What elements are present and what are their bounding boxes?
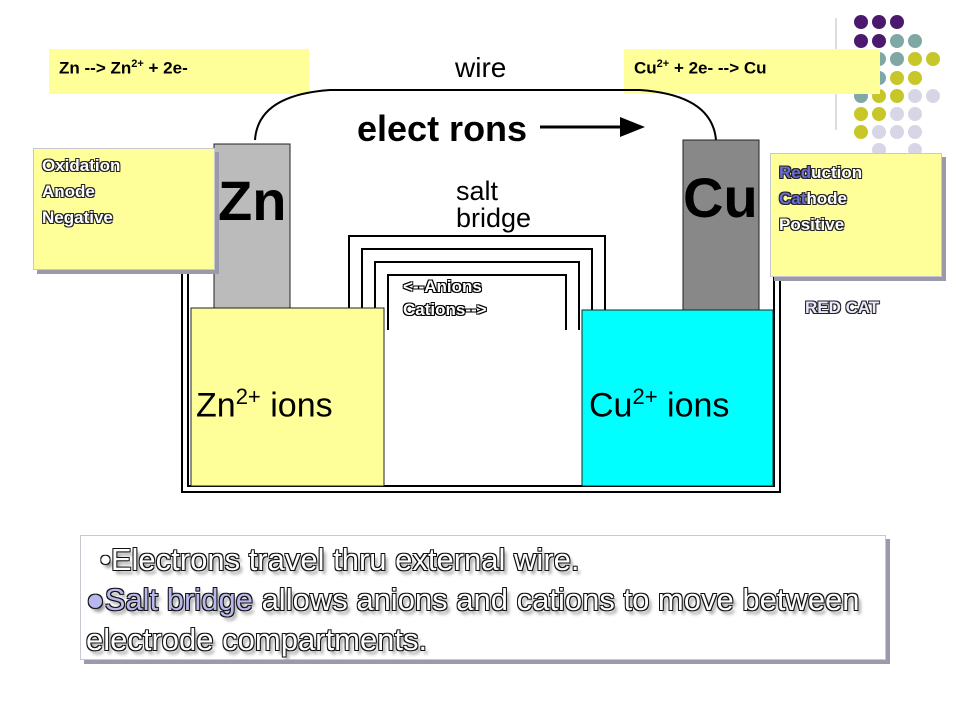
anode-equation: Zn --> Zn2+ + 2e- (49, 49, 309, 94)
copper-ions-label: Cu2+ ions (589, 384, 729, 425)
zinc-solution (190, 307, 385, 487)
bullet-1: •Electrons travel thru external wire. (100, 542, 580, 577)
copper-electrode-label: Cu (683, 166, 758, 229)
salt-bridge-line1: salt (456, 176, 499, 206)
zinc-ions-rest: ions (260, 386, 333, 425)
cathode-info-line2-rest: hode (806, 189, 848, 208)
decorative-dot (854, 107, 868, 121)
zinc-electrode-label: Zn (218, 169, 287, 232)
decorative-dot (872, 125, 886, 139)
bullet-2: ●Salt bridge allows anions and cations t… (86, 582, 860, 657)
decorative-dot (890, 52, 904, 66)
anode-info-line1: Oxidation (42, 156, 121, 175)
summary-box (80, 535, 886, 660)
cations-label: Cations--> (403, 300, 487, 319)
bullet-1-text: Electrons travel thru external wire. (110, 542, 580, 577)
copper-solution (581, 309, 774, 487)
decorative-dot (890, 89, 904, 103)
bullet-2-text: allows anions and cations to move betwee… (86, 582, 860, 657)
decorative-dot (908, 34, 922, 48)
cathode-info-line3: Positive (779, 215, 845, 234)
decorative-dot (908, 89, 922, 103)
copper-electrode (682, 139, 760, 313)
copper-ions-superscript: 2+ (632, 384, 658, 409)
ion-flow-labels: <--Anions Cations--> (403, 275, 487, 321)
summary-text: •Electrons travel thru external wire. ●S… (86, 540, 886, 660)
decorative-dot (854, 125, 868, 139)
decorative-dot (926, 52, 940, 66)
beakers (181, 255, 781, 493)
cathode-info-box: Reduction Cathode Positive (770, 153, 942, 277)
cathode-info-line1-rest: uction (811, 163, 863, 182)
wire-label: wire (455, 52, 507, 83)
cathode-info-highlight-cat: Cat (779, 189, 807, 208)
decorative-dot (890, 34, 904, 48)
anode-equation-superscript: 2+ (131, 58, 144, 70)
decorative-dot (854, 15, 868, 29)
anode-equation-text: Zn --> Zn (59, 58, 132, 78)
decorative-dot (908, 107, 922, 121)
decorative-dot (872, 107, 886, 121)
zinc-ions-superscript: 2+ (235, 384, 261, 409)
decorative-dot (872, 34, 886, 48)
anode-info-line2: Anode (42, 182, 95, 201)
electron-flow-arrowhead (620, 117, 645, 137)
decorative-dot (872, 15, 886, 29)
cathode-info-highlight-red: Red (779, 163, 812, 182)
cathode-equation-text: Cu (634, 58, 657, 78)
salt-bridge-label: salt bridge (456, 178, 531, 232)
decorative-dot (890, 107, 904, 121)
anions-label: <--Anions (403, 277, 482, 296)
decorative-dot (926, 89, 940, 103)
decorative-dot (890, 15, 904, 29)
decorative-dot (890, 125, 904, 139)
zinc-ions-base: Zn (196, 386, 236, 425)
copper-ions-base: Cu (589, 386, 633, 425)
decorative-dot (908, 52, 922, 66)
electrons-label: elect rons (357, 108, 528, 149)
cathode-equation-rest: + 2e- --> Cu (669, 58, 767, 78)
cathode-info-line1: Reduction (779, 160, 933, 186)
decorative-dot (890, 71, 904, 85)
bullet-2-highlight: Salt bridge (104, 582, 253, 617)
cathode-info-line2: Cathode (779, 186, 933, 212)
salt-bridge-line2: bridge (456, 203, 532, 233)
copper-ions-rest: ions (657, 386, 730, 425)
anode-info-box: Oxidation Anode Negative (33, 148, 215, 270)
cathode-equation: Cu2+ + 2e- --> Cu (624, 49, 880, 94)
cathode-equation-superscript: 2+ (656, 58, 670, 70)
zinc-ions-label: Zn2+ ions (196, 384, 333, 425)
anode-equation-rest: + 2e- (143, 58, 188, 78)
red-cat-mnemonic: RED CAT (805, 298, 880, 317)
anode-info-line3: Negative (42, 208, 113, 227)
decorative-dot (854, 34, 868, 48)
external-wire (254, 89, 717, 141)
zinc-electrode (213, 143, 291, 311)
decorative-dot (908, 71, 922, 85)
salt-bridge-tube (348, 235, 606, 330)
decorative-dot (908, 125, 922, 139)
